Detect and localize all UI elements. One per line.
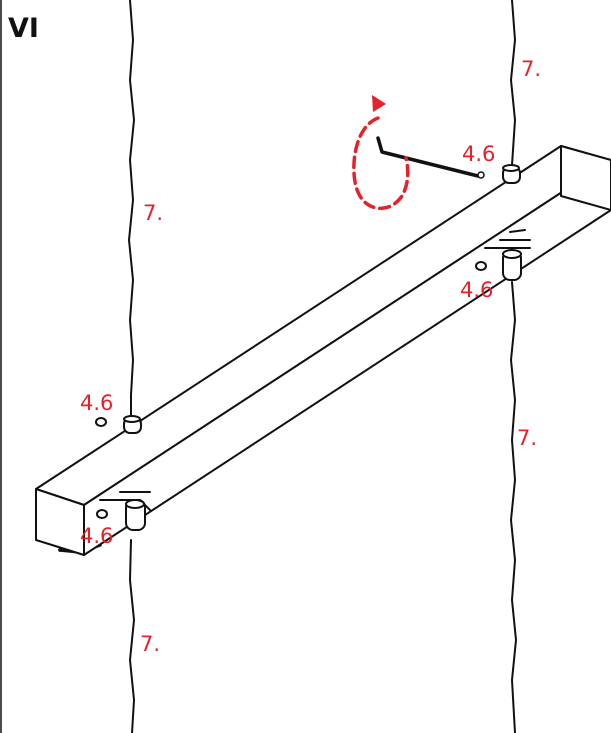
part-label-7-left-bottom: 7. — [140, 632, 160, 656]
wall-post-right-edge — [510, 0, 517, 733]
rail-top-face — [35, 145, 611, 506]
part-label-4-6-right-top: 4.6 — [462, 142, 495, 166]
part-label-7-right-bottom: 7. — [517, 426, 537, 450]
hole-left-bottom — [96, 509, 108, 519]
hole-right — [475, 261, 487, 271]
rail-bracket-right — [484, 229, 531, 249]
part-label-4-6-right-bottom: 4.6 — [460, 278, 493, 302]
peg-right-bottom — [502, 249, 522, 281]
rotation-arrow-icon — [352, 95, 410, 211]
part-label-7-left-top: 7. — [143, 201, 163, 225]
part-label-7-right-top: 7. — [521, 57, 541, 81]
peg-left-bottom — [125, 499, 146, 531]
step-number: VI — [8, 13, 39, 44]
peg-right-top — [502, 164, 521, 184]
peg-left-top — [123, 415, 142, 434]
rail-side-face — [83, 159, 611, 556]
part-label-4-6-left-top: 4.6 — [80, 391, 113, 415]
wall-post-left-edge — [128, 0, 135, 733]
hole-left-top — [95, 417, 107, 427]
rail-end-face — [560, 145, 611, 211]
hex-key-icon — [376, 136, 485, 179]
part-label-4-6-left-bottom: 4.6 — [80, 524, 113, 548]
